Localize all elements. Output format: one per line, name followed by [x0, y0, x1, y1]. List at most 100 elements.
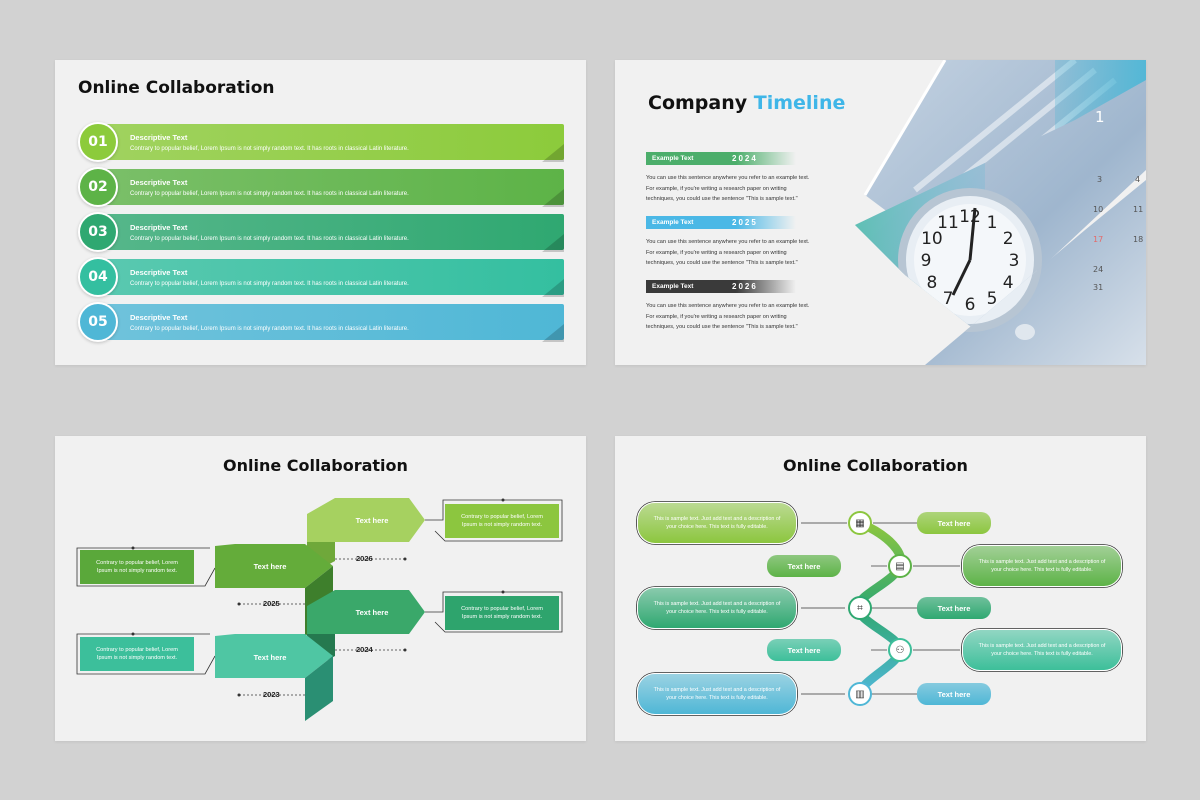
description-pill: This is sample text. Just add text and a…	[962, 545, 1122, 587]
description-line: You can use this sentence anywhere you r…	[646, 175, 810, 181]
team-icon: ⚇	[895, 644, 905, 656]
calendar-number: 31	[1093, 283, 1103, 292]
clock-number: 3	[1009, 251, 1020, 271]
row-heading: Descriptive Text	[130, 223, 188, 232]
row-body: Contrary to popular belief, Lorem Ipsum …	[130, 236, 409, 242]
calendar-icon: ▦	[855, 517, 865, 529]
year-2026: 2026	[356, 554, 373, 563]
description-pill: This is sample text. Just add text and a…	[637, 502, 797, 544]
certificate-node: ▥	[848, 682, 872, 706]
timeline-year: 2026	[732, 282, 758, 291]
timeline-label: Example Text	[652, 155, 694, 162]
timeline-label: Example Text	[652, 219, 694, 226]
description-line: techniques, you could use the sentence "…	[646, 196, 798, 202]
year-2023: 2023	[263, 690, 280, 699]
clock-number: 2	[1003, 229, 1014, 249]
description-line: For example, if you're writing a researc…	[646, 249, 787, 256]
list-row: 03 Descriptive Text Contrary to popular …	[78, 212, 564, 252]
description-line: techniques, you could use the sentence "…	[646, 260, 798, 266]
arrow-2024	[307, 590, 425, 634]
row-number-badge: 03	[78, 212, 118, 252]
list-row: 01 Descriptive Text Contrary to popular …	[78, 122, 564, 162]
timeline-description: You can use this sentence anywhere you r…	[646, 237, 826, 269]
arrow-2025	[215, 544, 333, 588]
arrow-label-2023: Text here	[253, 652, 287, 662]
year-2024: 2024	[356, 645, 373, 654]
arrow-shapes	[215, 498, 425, 721]
row-fold	[542, 189, 564, 207]
calendar-number: 4	[1135, 175, 1140, 184]
clock-number: 4	[1003, 273, 1014, 293]
row-fold	[542, 324, 564, 342]
clock-number: 11	[937, 213, 959, 233]
clock-number: 8	[926, 273, 937, 293]
row-number-badge: 01	[78, 122, 118, 162]
timeline-year: 2025	[732, 218, 758, 227]
connector-lines	[76, 498, 563, 697]
arrow-2023	[215, 634, 333, 678]
list-row: 02 Descriptive Text Contrary to popular …	[78, 167, 564, 207]
list-row: 05 Descriptive Text Contrary to popular …	[78, 302, 564, 342]
row-number-badge: 02	[78, 167, 118, 207]
timeline-label: Example Text	[652, 283, 694, 290]
slide-title: Company Timeline	[648, 92, 845, 114]
calendar-number: 3	[1097, 175, 1102, 184]
clock-number: 6	[965, 295, 976, 315]
clock-number: 7	[943, 289, 954, 309]
timeline-label-bar: Example Text 2025	[646, 216, 796, 229]
slide-online-collaboration-list[interactable]: Online Collaboration 01 Descriptive Text…	[55, 60, 586, 365]
row-fold	[542, 234, 564, 252]
slide-title: Online Collaboration	[223, 456, 408, 475]
timeline-label-bar: Example Text 2024	[646, 152, 796, 165]
arrow-label-2024: Text here	[355, 607, 389, 617]
list-row: 04 Descriptive Text Contrary to popular …	[78, 257, 564, 297]
row-band	[98, 214, 564, 250]
slide-title: Online Collaboration	[78, 78, 275, 98]
slide-online-collaboration-arrows[interactable]: Online Collaboration Text here Text here…	[55, 436, 586, 741]
slide-online-collaboration-flow[interactable]: Online Collaboration ▦This is sample tex…	[615, 436, 1146, 741]
clock-number: 12	[959, 207, 981, 227]
arrow-2026	[307, 498, 425, 542]
team-node: ⚇	[888, 638, 912, 662]
arrow-label-2025: Text here	[253, 561, 287, 571]
clock-number: 9	[921, 251, 932, 271]
text-here-pill: Text here	[917, 597, 991, 619]
arrow-label-2026: Text here	[355, 515, 389, 525]
row-band	[98, 259, 564, 295]
clock-number: 5	[987, 289, 998, 309]
calendar-number: 24	[1093, 265, 1103, 274]
presentation-node: ▤	[888, 554, 912, 578]
timeline-description: You can use this sentence anywhere you r…	[646, 173, 826, 205]
row-heading: Descriptive Text	[130, 178, 188, 187]
description-pill: This is sample text. Just add text and a…	[962, 629, 1122, 671]
text-here-pill: Text here	[767, 639, 841, 661]
calendar-number: 11	[1133, 205, 1143, 214]
row-heading: Descriptive Text	[130, 268, 188, 277]
text-box-2024: Contrary to popular belief, Lorem Ipsum …	[445, 596, 559, 630]
row-fold	[542, 279, 564, 297]
calendar-number: 18	[1133, 235, 1143, 244]
row-band	[98, 304, 564, 340]
year-2025: 2025	[263, 599, 280, 608]
text-here-pill: Text here	[917, 683, 991, 705]
timeline-description: You can use this sentence anywhere you r…	[646, 301, 826, 333]
description-line: You can use this sentence anywhere you r…	[646, 239, 810, 245]
calendar-number: 17	[1093, 235, 1103, 244]
certificate-icon: ▥	[855, 688, 865, 700]
network-icon: ⌗	[857, 602, 863, 614]
calendar-node: ▦	[848, 511, 872, 535]
row-body: Contrary to popular belief, Lorem Ipsum …	[130, 146, 409, 152]
description-line: You can use this sentence anywhere you r…	[646, 303, 810, 309]
description-pill: This is sample text. Just add text and a…	[637, 587, 797, 629]
row-band	[98, 169, 564, 205]
row-number-badge: 04	[78, 257, 118, 297]
title-part-1: Company	[648, 92, 748, 114]
description-line: techniques, you could use the sentence "…	[646, 324, 798, 330]
text-box-2025: Contrary to popular belief, Lorem Ipsum …	[80, 550, 194, 584]
description-pill: This is sample text. Just add text and a…	[637, 673, 797, 715]
description-line: For example, if you're writing a researc…	[646, 313, 787, 320]
clock-number: 10	[921, 229, 943, 249]
text-here-pill: Text here	[767, 555, 841, 577]
